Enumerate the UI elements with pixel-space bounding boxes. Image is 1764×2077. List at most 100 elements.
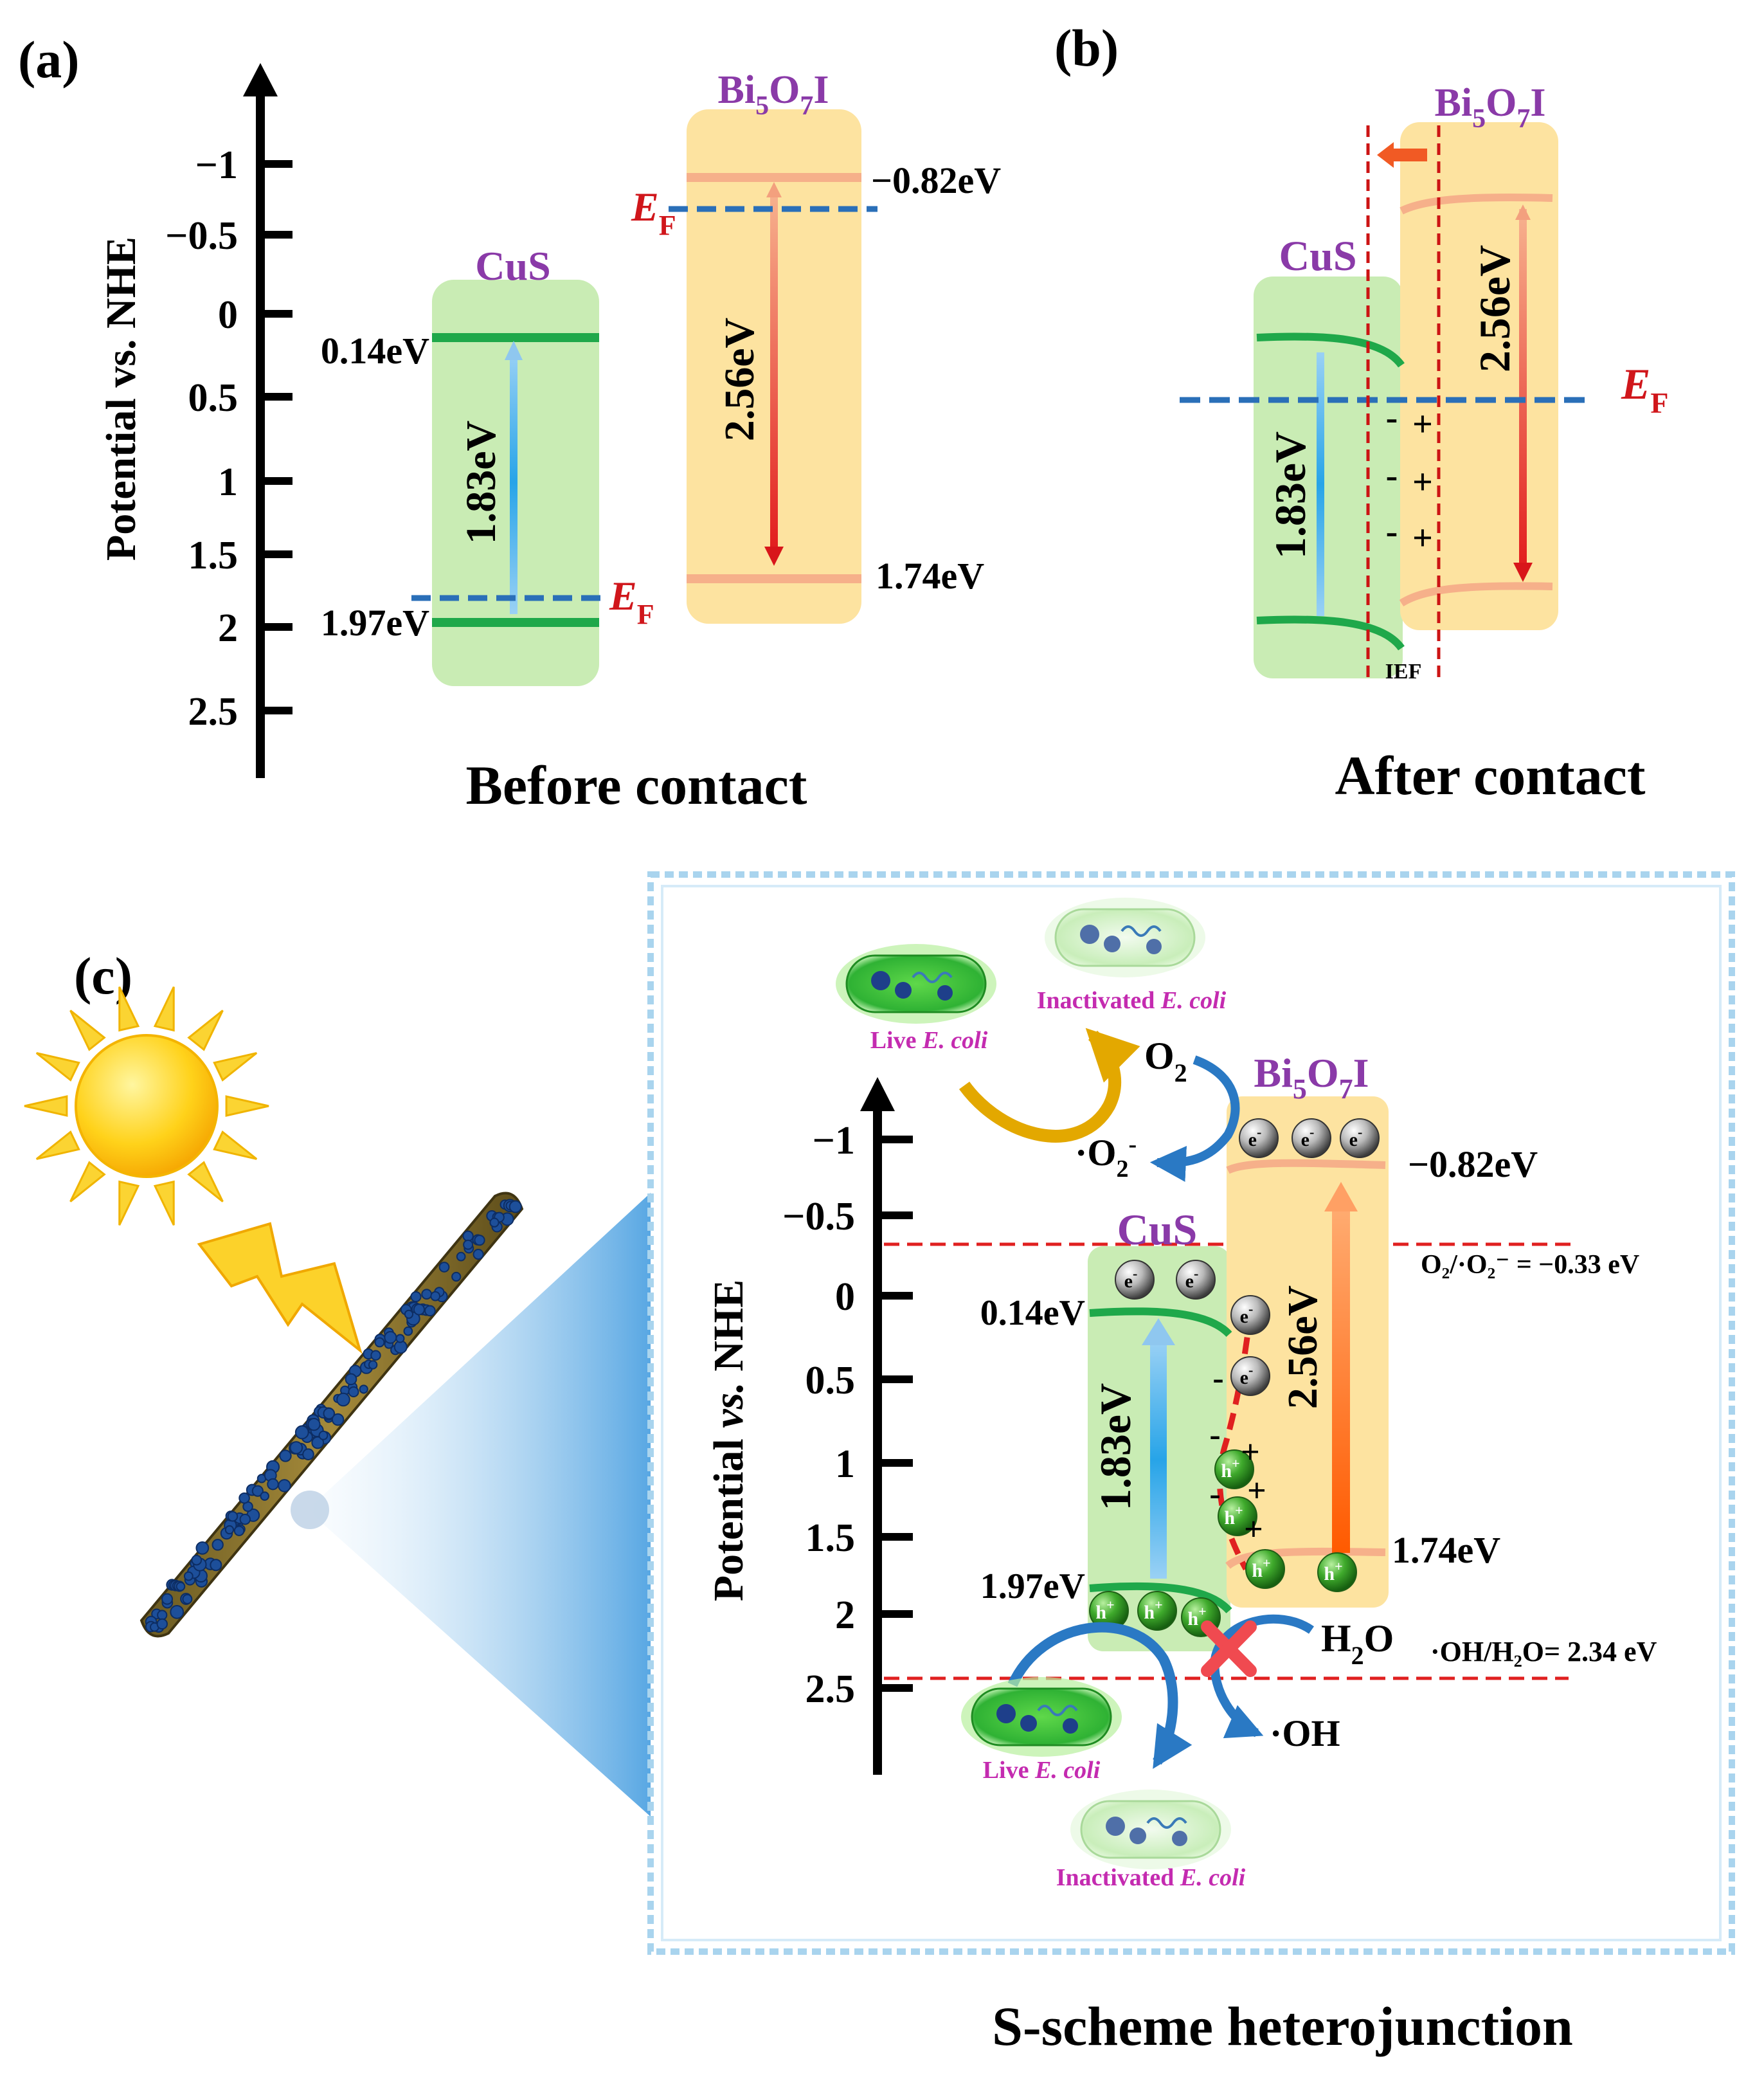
nanoparticle <box>421 1289 433 1300</box>
bi-title-a: Bi5O7I <box>718 68 829 121</box>
svg-text:h+: h+ <box>1324 1558 1342 1584</box>
bi-cb-band-c <box>1226 1159 1386 1174</box>
sun-ray <box>24 1095 68 1117</box>
axis-tick-label: 0 <box>835 1275 855 1319</box>
inactivated-ecoli-top <box>1045 898 1205 977</box>
lightning-icon <box>197 1222 363 1354</box>
hole-sphere-icon: h+ <box>1089 1591 1129 1631</box>
svg-text:h+: h+ <box>1224 1502 1243 1528</box>
superoxide-attack-arrow <box>959 1028 1140 1143</box>
nanoparticle <box>359 1384 368 1394</box>
nanoparticle <box>331 1413 345 1426</box>
panel-a-axis-title: Potential vs. NHE <box>98 237 145 561</box>
axis-tick-label: −1 <box>813 1119 855 1163</box>
panel-a-axis: −1−0.500.511.522.5 Potential vs. NHE <box>98 63 292 778</box>
axis-tick-label: −1 <box>195 143 238 187</box>
nanoparticle <box>233 1525 245 1536</box>
sun-ray <box>118 1180 140 1226</box>
nanoparticle <box>212 1539 224 1551</box>
cus-title-b: CuS <box>1279 233 1356 280</box>
nanoparticle <box>370 1350 381 1361</box>
nanoparticle <box>430 1291 440 1302</box>
bi-cb-band-b <box>1400 194 1553 215</box>
nanoparticle <box>251 1485 264 1497</box>
nanoparticle <box>368 1360 378 1370</box>
electron-sphere-icon: e- <box>1176 1260 1216 1300</box>
sun-ray <box>118 986 140 1032</box>
hole-sphere-icon: h+ <box>1245 1549 1285 1589</box>
bi-fermi-label-a: EF <box>631 184 676 241</box>
bi-vb-value-a: 1.74eV <box>876 555 984 597</box>
nanoparticle <box>404 1309 414 1319</box>
nanoparticle <box>336 1392 350 1407</box>
plus-sign: + <box>1241 1434 1260 1471</box>
nanoparticle <box>395 1334 405 1343</box>
sun-ray <box>187 1161 224 1202</box>
bi-gap-a: 2.56eV <box>716 318 763 441</box>
caption-s-scheme: S-scheme heterojunction <box>992 1995 1573 2057</box>
nanoparticle <box>267 1478 279 1491</box>
plus-sign: + <box>1412 404 1433 444</box>
svg-text:h+: h+ <box>1252 1555 1270 1581</box>
cross-icon <box>1201 1620 1257 1677</box>
axis-tick-label: 0 <box>218 293 238 337</box>
panel-c-axis: −1−0.500.511.522.5 Potential vs. NHE <box>705 1077 913 1775</box>
nanoparticle <box>183 1571 194 1581</box>
svg-text:e-: e- <box>1240 1301 1254 1327</box>
axis-tick-label: −0.5 <box>782 1195 855 1238</box>
ief-label: IEF <box>1385 660 1422 684</box>
bi-gap-c: 2.56eV <box>1279 1285 1326 1409</box>
svg-text:h+: h+ <box>1221 1455 1239 1482</box>
nanoparticle <box>224 1525 235 1535</box>
cus-gap-c: 1.83eV <box>1091 1383 1140 1510</box>
nanoparticle <box>279 1449 292 1462</box>
cus-gap-a: 1.83eV <box>458 421 505 544</box>
nanoparticle <box>374 1337 385 1348</box>
bi-gap-b: 2.56eV <box>1470 245 1519 372</box>
o2-reference-label: O₂/·O₂⁻ = −0.33 eV <box>1421 1250 1639 1280</box>
oh-reference-label: ·OH/H₂O= 2.34 eV <box>1430 1636 1657 1667</box>
plus-sign: + <box>1247 1473 1266 1509</box>
nanoparticle <box>307 1417 321 1431</box>
superoxide-label: ·O2- <box>1075 1131 1137 1183</box>
svg-text:e-: e- <box>1301 1124 1315 1150</box>
panel-a: (a) −1−0.500.511.522.5 Potential vs. NHE… <box>18 30 1001 816</box>
zoom-frame-inner <box>661 885 1722 1941</box>
ief-arrow <box>1377 142 1427 168</box>
nanoparticle <box>438 1262 450 1273</box>
sun-ray <box>213 1052 258 1082</box>
bi-box-b <box>1400 122 1558 630</box>
nanoparticle <box>289 1441 303 1455</box>
nanoparticle <box>463 1239 474 1250</box>
cus-excitation-arrow-a <box>510 350 518 614</box>
sun-ray <box>213 1130 258 1160</box>
cus-vb-band-b <box>1256 615 1405 651</box>
hole-sphere-icon: h+ <box>1317 1552 1357 1592</box>
svg-text:e-: e- <box>1124 1265 1138 1292</box>
axis-tick-label: 2.5 <box>806 1667 856 1711</box>
nanoparticle <box>462 1230 474 1242</box>
panel-c: (c) −1−0.500.511.522.5 Potential vs. NHE… <box>24 871 1735 2057</box>
nanoparticle <box>182 1593 193 1604</box>
hole-sphere-icon: h+ <box>1137 1591 1177 1631</box>
panel-a-label: (a) <box>18 30 80 89</box>
bi-title-b: Bi5O7I <box>1435 81 1546 134</box>
svg-text:h+: h+ <box>1187 1603 1206 1629</box>
minus-sign: - <box>1386 456 1398 496</box>
axis-tick-label: 1 <box>835 1442 855 1486</box>
electron-sphere-icon: e- <box>1115 1260 1155 1300</box>
svg-text:e-: e- <box>1349 1124 1363 1150</box>
inactivated-ecoli-bottom <box>1070 1790 1231 1869</box>
nanoparticle <box>403 1326 413 1336</box>
bi-vb-value-c: 1.74eV <box>1392 1529 1500 1571</box>
svg-text:e-: e- <box>1248 1124 1262 1150</box>
o2-label: O2 <box>1144 1035 1187 1087</box>
minus-sign: - <box>1209 1476 1220 1512</box>
bi-excitation-arrow-b <box>1519 209 1527 569</box>
nanoparticle <box>239 1514 251 1525</box>
cus-excitation-arrow-c <box>1150 1341 1167 1579</box>
cus-title-a: CuS <box>475 243 550 289</box>
sun-ray <box>153 986 175 1032</box>
caption-before-contact: Before contact <box>466 754 807 816</box>
